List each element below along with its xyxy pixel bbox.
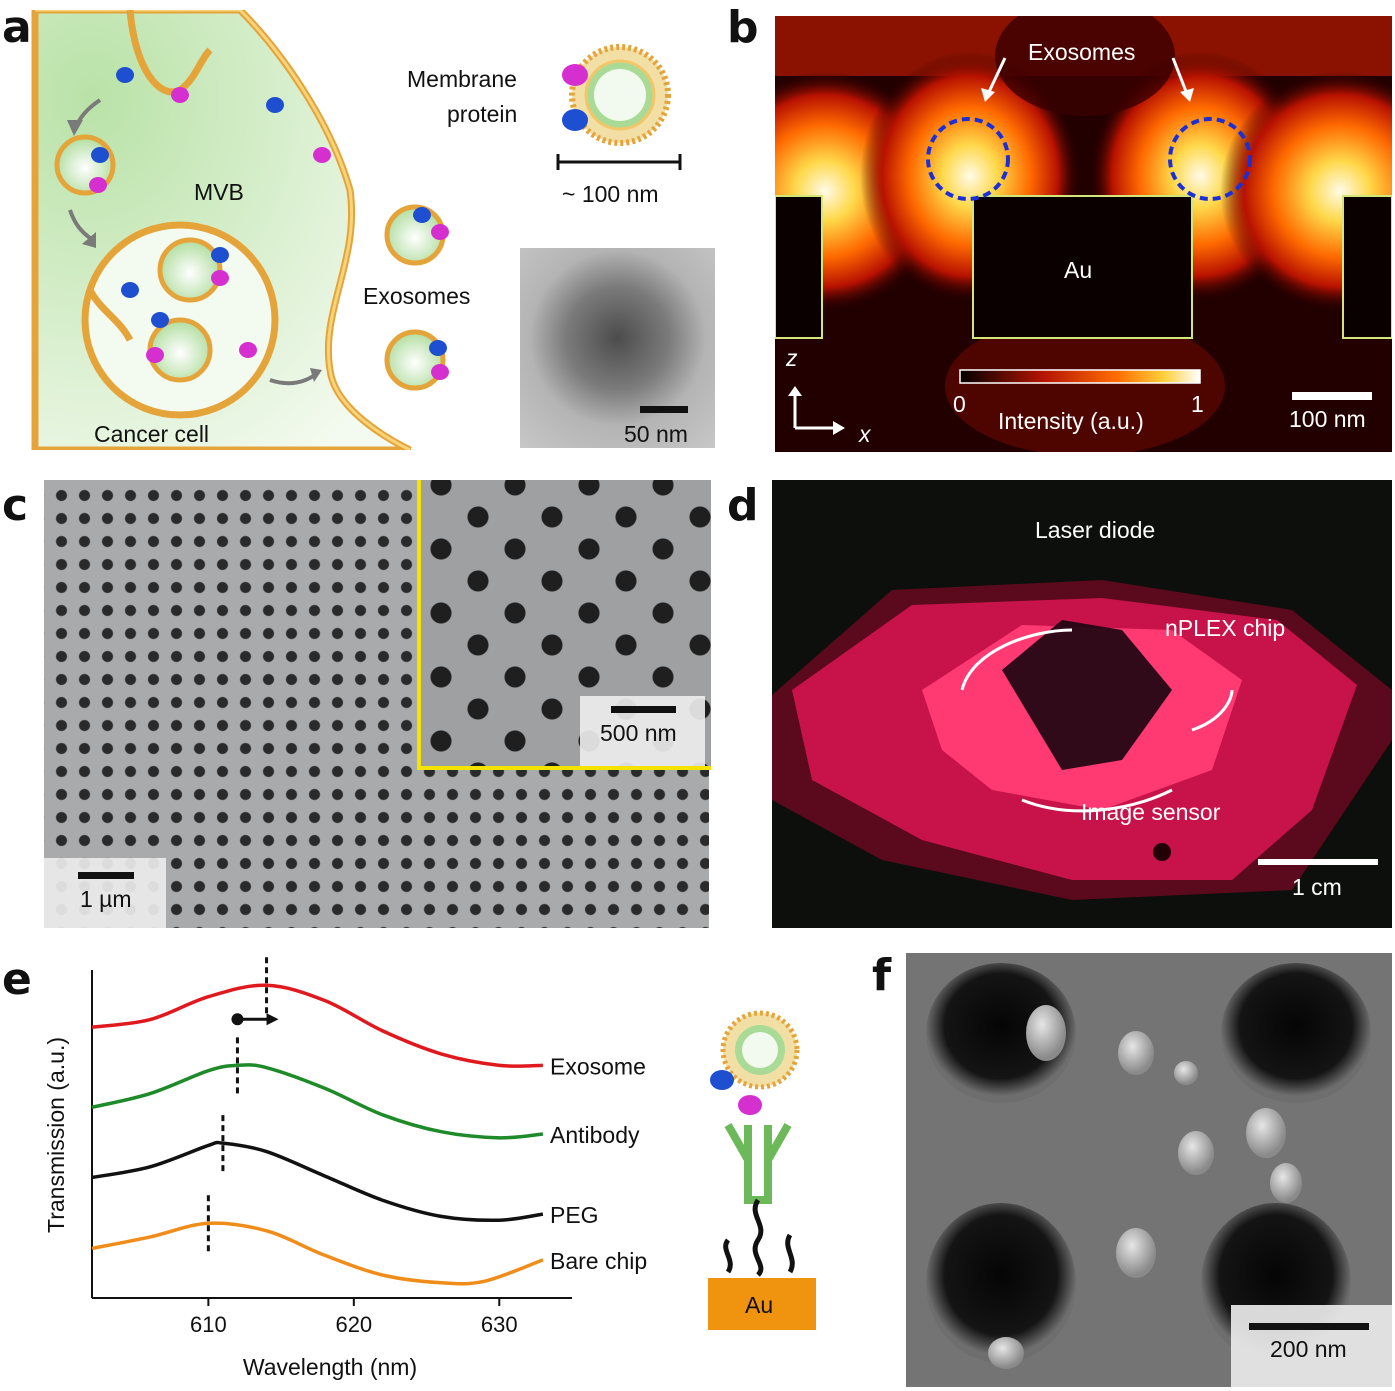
image-sensor-label: Image sensor — [1081, 799, 1221, 825]
chart-e-ylabel: Transmission (a.u.) — [43, 1037, 69, 1233]
exosome-outline-left — [926, 117, 1010, 201]
au-substrate — [708, 1278, 816, 1330]
panel-label-b: b — [727, 2, 759, 53]
vesicle-size-label: ~ 100 nm — [562, 181, 659, 207]
chart-e-xtick-label: 610 — [190, 1312, 227, 1337]
mvb-label: MVB — [194, 179, 244, 205]
cancer-cell-label: Cancer cell — [94, 421, 210, 447]
tem-image — [520, 248, 715, 448]
chart-e-xtick-label: 630 — [481, 1312, 518, 1337]
axis-z-label: z — [786, 345, 798, 371]
main-scale-box — [44, 858, 166, 928]
intensity-colorbar — [959, 369, 1201, 384]
inset-scale-bar — [611, 706, 676, 713]
series-label-bare-chip: Bare chip — [550, 1248, 647, 1274]
exosome-outline-right — [1168, 117, 1252, 201]
panel-label-c: c — [2, 480, 29, 531]
axis-x-label: x — [859, 421, 871, 447]
membrane-protein-label-line2: protein — [447, 101, 518, 127]
main-scale-label: 1 µm — [80, 886, 132, 912]
peak-shift-arrowhead — [266, 1013, 279, 1026]
surface-functionalization-schematic — [708, 1010, 816, 1330]
chart-e-xtick-label: 620 — [335, 1312, 372, 1337]
laser-diode-label: Laser diode — [1035, 517, 1156, 543]
sem-exosomes-on-chip — [906, 953, 1392, 1387]
membrane-protein-label-line1: Membrane — [407, 66, 517, 92]
exosomes-label-b: Exosomes — [1028, 39, 1136, 65]
au-right-pillar — [1342, 195, 1392, 339]
panel-label-e: e — [2, 954, 32, 1005]
scale-bar-f — [1249, 1323, 1369, 1330]
series-label-exosome: Exosome — [550, 1053, 646, 1079]
scale-box-f — [1231, 1305, 1392, 1387]
field-intensity-map — [775, 16, 1392, 452]
colorbar-min: 0 — [953, 391, 966, 417]
exosome-biogenesis-illustration — [31, 10, 449, 450]
scale-label-d: 1 cm — [1292, 874, 1342, 900]
au-label-b: Au — [1064, 257, 1093, 283]
colorbar-max: 1 — [1191, 391, 1204, 417]
exosome-schematic — [556, 44, 682, 170]
tem-scale-label: 50 nm — [624, 421, 688, 447]
colorbar-label: Intensity (a.u.) — [998, 408, 1144, 434]
chip-label: nPLEX chip — [1165, 615, 1286, 641]
substrate-label: Au — [745, 1292, 774, 1318]
series-line-antibody — [91, 1063, 544, 1140]
scale-label-f: 200 nm — [1270, 1336, 1347, 1362]
series-label-antibody: Antibody — [550, 1122, 640, 1148]
exosomes-label-a: Exosomes — [363, 283, 471, 309]
panel-label-d: d — [727, 480, 759, 531]
chart-e-xlabel: Wavelength (nm) — [243, 1354, 417, 1380]
inset-scale-label: 500 nm — [600, 720, 677, 746]
panel-label-a: a — [2, 2, 32, 53]
device-photo — [772, 480, 1392, 928]
main-scale-bar — [78, 872, 134, 879]
tem-scale-bar — [640, 406, 688, 413]
membrane-protein-markers — [89, 67, 449, 380]
scale-label-b: 100 nm — [1289, 406, 1366, 432]
au-left-pillar — [775, 195, 823, 339]
series-label-peg: PEG — [550, 1202, 599, 1228]
au-center-block — [972, 195, 1193, 339]
panel-label-f: f — [872, 950, 892, 1001]
series-line-peg — [91, 1140, 544, 1223]
series-line-exosome — [91, 983, 543, 1068]
series-line-bare-chip — [91, 1221, 544, 1286]
